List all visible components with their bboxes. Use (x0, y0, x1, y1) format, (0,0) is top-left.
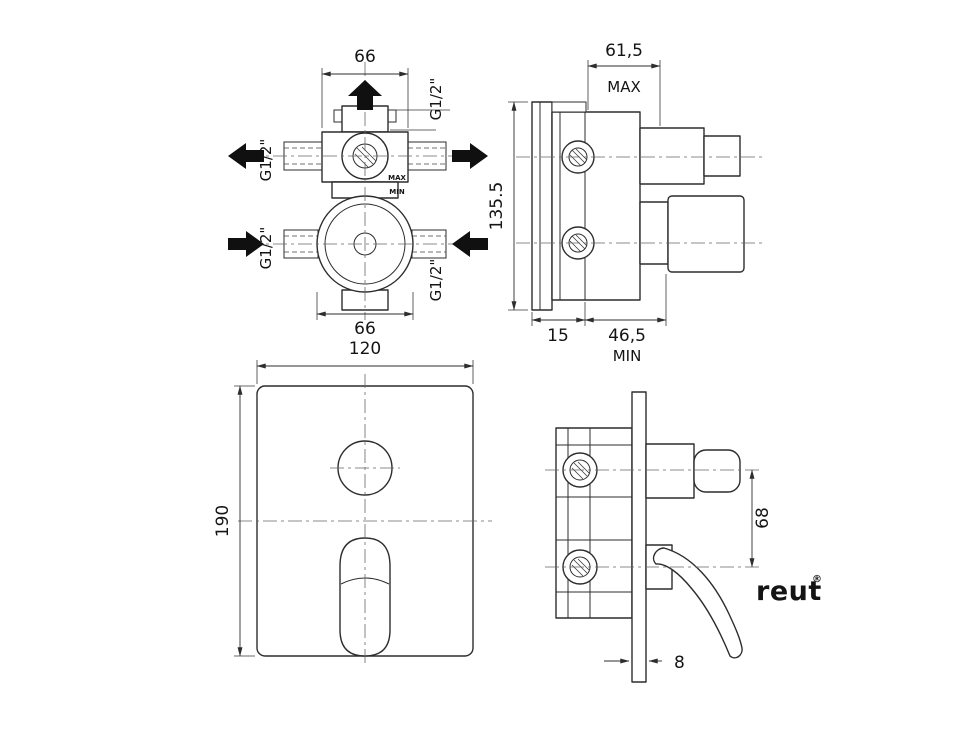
min-label: MIN (613, 347, 642, 365)
trim-side-body-outline (555, 391, 743, 683)
brand-logo-mark: ® (812, 574, 822, 585)
mixer-handle (339, 537, 391, 657)
valve-side-body-outline (531, 101, 745, 311)
dim-label-body: 46,5 (608, 326, 646, 346)
arrow-up-icon (348, 80, 382, 110)
dim-label: 8 (674, 653, 685, 673)
view-trim-side: 68 8 reut ® (545, 391, 822, 683)
flow-direction-arrows (228, 80, 488, 257)
dim-label: 190 (213, 505, 233, 537)
dim-label: 135.5 (487, 182, 507, 231)
dimension-135-5-height: 135.5 (487, 101, 528, 311)
valve-side-centerlines (516, 156, 762, 244)
trim-side-centerlines (545, 469, 760, 568)
brand-logo: reut ® (756, 574, 822, 607)
dim-label-wall: 15 (547, 326, 569, 346)
thread-label-right-lower: G1/2" (427, 259, 445, 302)
dim-label: 66 (354, 47, 376, 67)
brand-logo-text: reut (756, 576, 822, 607)
dimension-depth-bottom: 15 46,5 MIN (531, 274, 667, 365)
dimension-66-top: 66 (321, 47, 409, 128)
body-max-marking: MAX (388, 174, 406, 182)
dimension-66-bottom: 66 (316, 292, 414, 339)
view-valve-front: MAX MIN 66 66 G1/2" G1/2" (228, 47, 490, 339)
max-label: MAX (607, 78, 640, 96)
arrow-right-icon (228, 231, 264, 257)
dimension-190-height: 190 (213, 385, 255, 657)
thread-labels: G1/2" G1/2" G1/2" G1/2" (257, 78, 450, 302)
plate-edge (631, 391, 647, 683)
dim-label: 120 (349, 339, 381, 359)
arrow-left-icon (228, 143, 264, 169)
body-min-marking: MIN (389, 188, 405, 196)
dimension-68-axis: 68 (749, 469, 773, 568)
arrow-right-icon (452, 143, 488, 169)
dimension-61-5-max: 61,5 MAX (587, 41, 661, 126)
dim-label: 61,5 (605, 41, 643, 61)
trim-front-centerlines (238, 374, 492, 666)
thread-label-top: G1/2" (427, 78, 445, 121)
arrow-left-icon (452, 231, 488, 257)
dimension-120-width: 120 (256, 339, 474, 384)
view-trim-front: 120 190 (213, 339, 492, 666)
lever-handle (652, 547, 743, 659)
dim-label: 66 (354, 319, 376, 339)
view-valve-side: 61,5 MAX 135.5 15 46,5 MIN (487, 41, 762, 365)
thread-label-left-upper: G1/2" (257, 139, 275, 182)
thread-label-left-lower: G1/2" (257, 227, 275, 270)
dimension-8-plate: 8 (604, 653, 685, 673)
dim-label: 68 (753, 507, 773, 529)
